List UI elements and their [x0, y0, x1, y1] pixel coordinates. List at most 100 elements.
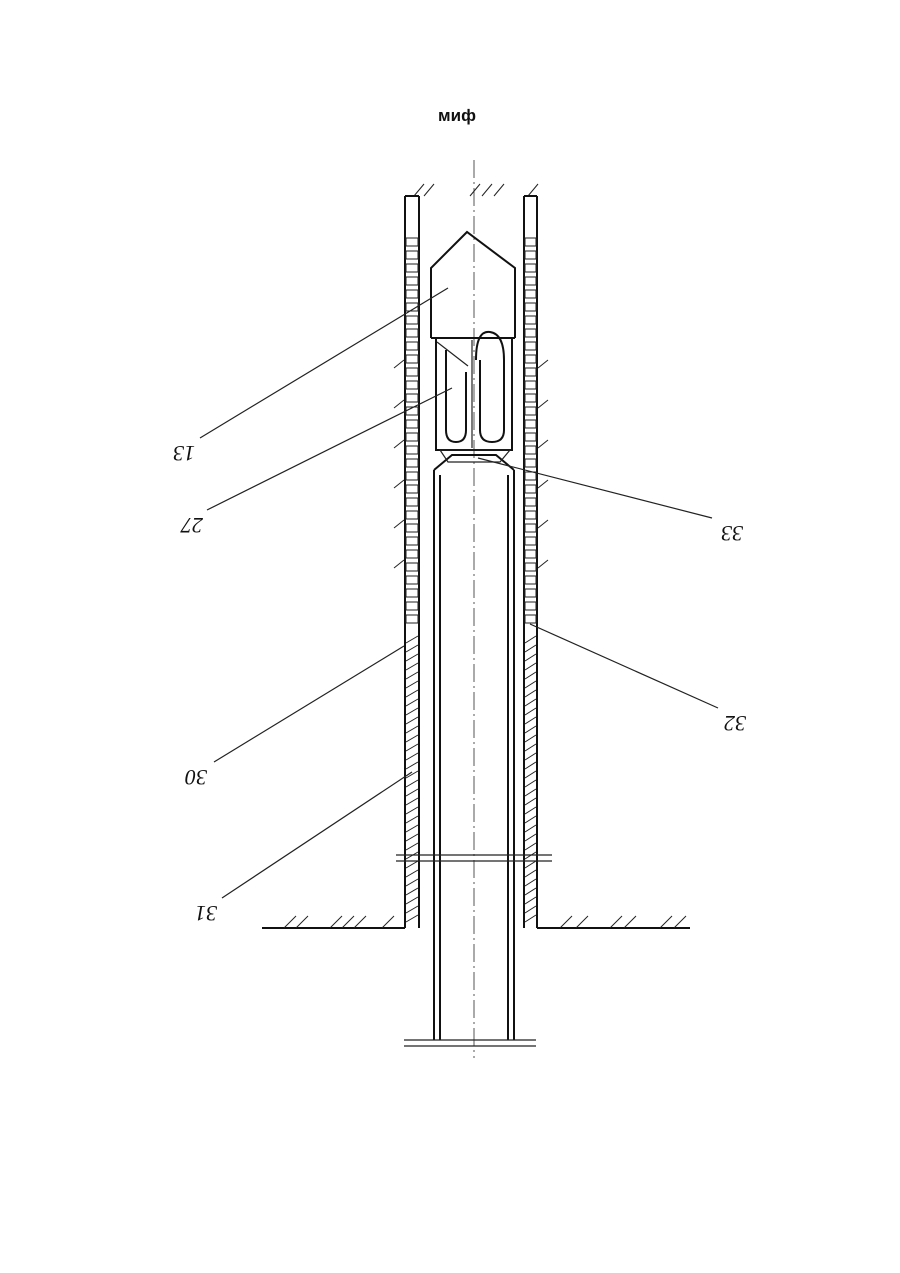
wall-block: [525, 459, 536, 467]
hatch-stroke: [525, 753, 536, 760]
hatch-stroke: [406, 879, 418, 886]
hatch-stroke: [525, 825, 536, 832]
hatch-stroke: [406, 699, 418, 706]
wall-block: [525, 485, 536, 493]
wall-block: [525, 407, 536, 415]
wall-block: [525, 615, 536, 623]
hatch-stroke: [394, 520, 404, 528]
wall-block: [525, 238, 536, 246]
hatch-stroke: [406, 753, 418, 760]
wall-block: [406, 420, 418, 428]
casing-blocks-right: [525, 238, 536, 623]
casing-blocks-left: [406, 238, 418, 623]
hatch-stroke: [525, 780, 536, 787]
hatch-stroke: [538, 360, 548, 368]
hatch-stroke: [406, 861, 418, 868]
hatch-stroke: [406, 789, 418, 796]
hatch-stroke: [525, 771, 536, 778]
wall-block: [406, 563, 418, 571]
hatch-stroke: [394, 360, 404, 368]
wall-block: [406, 446, 418, 454]
label-30: 30: [185, 765, 208, 790]
hatch-stroke: [406, 762, 418, 769]
label-31: 31: [195, 901, 218, 926]
wall-block: [525, 316, 536, 324]
label-27: 27: [180, 513, 203, 538]
wall-block: [406, 615, 418, 623]
hatch-stroke: [406, 798, 418, 805]
wall-block: [525, 498, 536, 506]
hatch-stroke: [525, 861, 536, 868]
hatch-stroke: [406, 681, 418, 688]
hatch-stroke: [525, 681, 536, 688]
label-13: 13: [173, 441, 195, 466]
finger-left: [446, 350, 466, 442]
hatch-stroke: [406, 834, 418, 841]
wall-block: [406, 602, 418, 610]
hatch-stroke: [538, 480, 548, 488]
wall-block: [406, 329, 418, 337]
hatch-stroke: [406, 744, 418, 751]
wall-block: [525, 329, 536, 337]
wall-block: [525, 277, 536, 285]
hatch-stroke: [394, 440, 404, 448]
wall-block: [525, 433, 536, 441]
label-33: 33: [721, 521, 744, 546]
wall-block: [406, 251, 418, 259]
hatch-stroke: [525, 726, 536, 733]
wall-block: [406, 498, 418, 506]
wall-block: [406, 472, 418, 480]
wall-block: [525, 303, 536, 311]
wall-block: [406, 355, 418, 363]
wall-block: [525, 251, 536, 259]
hatch-stroke: [406, 690, 418, 697]
hatch-stroke: [525, 663, 536, 670]
wall-block: [406, 537, 418, 545]
wall-block: [406, 524, 418, 532]
hatch-stroke: [394, 480, 404, 488]
wall-block: [406, 433, 418, 441]
hatch-stroke: [406, 888, 418, 895]
hatch-stroke: [525, 708, 536, 715]
hatch-stroke: [406, 663, 418, 670]
hatch-stroke: [406, 897, 418, 904]
hatch-stroke: [406, 717, 418, 724]
wall-block: [406, 589, 418, 597]
hatch-stroke: [406, 780, 418, 787]
hatch-stroke: [538, 560, 548, 568]
wall-block: [406, 511, 418, 519]
wall-block: [525, 550, 536, 558]
hatch-stroke: [406, 870, 418, 877]
hatch-stroke: [525, 816, 536, 823]
hatch-stroke: [525, 798, 536, 805]
wall-block: [525, 264, 536, 272]
hatch-stroke: [525, 915, 536, 922]
label-32: 32: [724, 711, 747, 736]
wall-block: [406, 264, 418, 272]
wall-block: [525, 602, 536, 610]
wall-block: [525, 511, 536, 519]
wall-block: [406, 550, 418, 558]
wall-block: [406, 238, 418, 246]
hatch-stroke: [525, 672, 536, 679]
hatch-stroke: [525, 717, 536, 724]
hatch-stroke: [525, 744, 536, 751]
wall-block: [406, 277, 418, 285]
wall-block: [525, 355, 536, 363]
wall-block: [525, 381, 536, 389]
wall-block: [406, 381, 418, 389]
hatch-stroke: [406, 816, 418, 823]
hatch-stroke: [394, 560, 404, 568]
hatch-stroke: [406, 708, 418, 715]
wall-block: [406, 576, 418, 584]
hatch-stroke: [525, 879, 536, 886]
wall-block: [525, 472, 536, 480]
wall-block: [525, 420, 536, 428]
hatch-stroke: [525, 789, 536, 796]
hatch-stroke: [525, 888, 536, 895]
hatch-stroke: [525, 690, 536, 697]
wall-block: [406, 316, 418, 324]
hatch-stroke: [406, 825, 418, 832]
hatch-stroke: [525, 807, 536, 814]
